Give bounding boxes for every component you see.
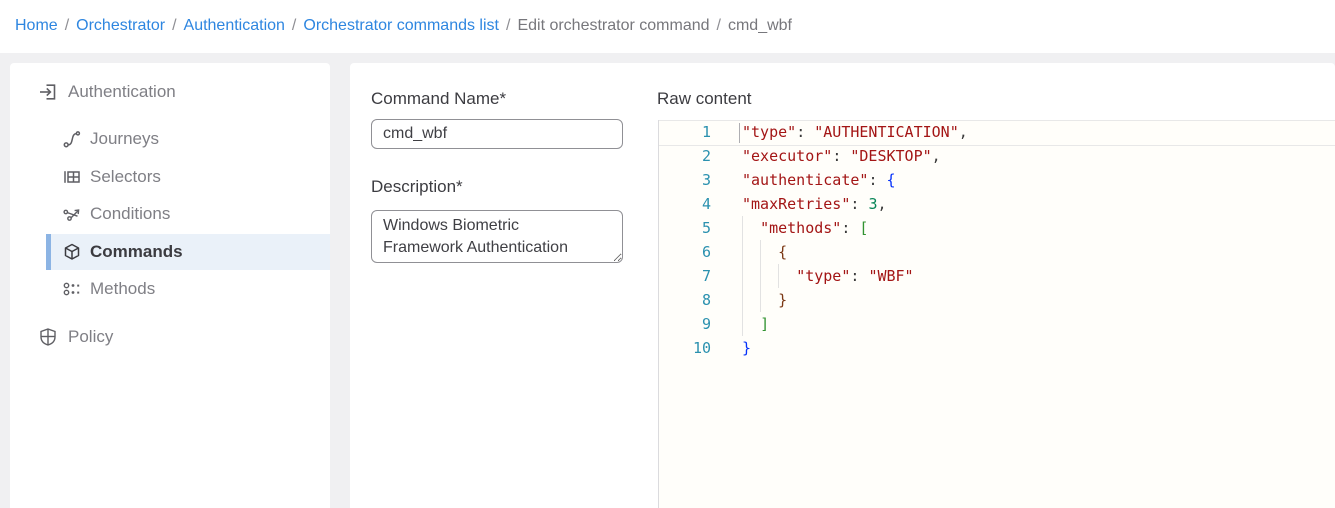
sidebar-item-label: Commands [90, 242, 183, 261]
sidebar-item-label: Authentication [68, 82, 176, 101]
line-number: 4 [701, 195, 711, 213]
sidebar-item-policy[interactable]: Policy [10, 319, 330, 355]
text-cursor [739, 123, 740, 143]
dots-icon [62, 279, 82, 299]
sidebar-item-selectors[interactable]: Selectors [10, 159, 330, 195]
breadcrumb-separator: / [64, 17, 70, 34]
sidebar-item-commands[interactable]: Commands [46, 234, 330, 270]
breadcrumb-separator: / [172, 17, 177, 34]
sidebar-item-label: Methods [90, 279, 156, 298]
line-number: 3 [701, 171, 711, 189]
form-editor-divider [658, 120, 659, 508]
sidebar-item-methods[interactable]: Methods [10, 271, 330, 307]
line-number: 6 [701, 243, 711, 261]
line-number: 9 [701, 315, 711, 333]
shield-icon [38, 327, 58, 347]
breadcrumb-edit-orchestrator-command: Edit orchestrator command [517, 17, 710, 34]
sidebar-item-authentication[interactable]: Authentication [10, 74, 330, 110]
code-line[interactable]: } [742, 339, 752, 357]
cube-icon [62, 242, 82, 262]
line-number: 1 [701, 123, 711, 141]
breadcrumb-cmd-wbf: cmd_wbf [727, 17, 792, 34]
sidebar-item-journeys[interactable]: Journeys [10, 121, 330, 157]
journey-icon [62, 129, 82, 149]
breadcrumb-separator: / [505, 17, 511, 34]
command-name-label: Command Name* [371, 89, 507, 108]
code-line[interactable]: "type": "WBF" [796, 267, 914, 285]
line-number: 2 [701, 147, 711, 165]
sidebar-item-label: Journeys [90, 129, 159, 148]
indent-guide [742, 216, 743, 336]
line-number: 8 [701, 291, 711, 309]
indent-guide [760, 240, 761, 312]
main-panel: Command Name* Description* Windows Biome… [350, 63, 1335, 508]
conditions-icon [62, 204, 82, 224]
breadcrumb-orchestrator[interactable]: Orchestrator [76, 17, 166, 34]
raw-content-label: Raw content [657, 89, 752, 108]
indent-guide [778, 264, 779, 288]
code-line[interactable]: "type": "AUTHENTICATION", [742, 123, 968, 141]
breadcrumb-separator: / [716, 17, 721, 34]
line-number: 5 [701, 219, 711, 237]
line-number: 10 [692, 339, 711, 357]
description-label: Description* [371, 177, 463, 196]
description-textarea[interactable]: Windows Biometric Framework Authenticati… [371, 210, 623, 263]
sidebar-item-conditions[interactable]: Conditions [10, 196, 330, 232]
code-line[interactable]: "methods": [ [760, 219, 869, 237]
line-number: 7 [701, 267, 711, 285]
current-line-highlight [659, 120, 1335, 146]
breadcrumb-home[interactable]: Home [15, 17, 58, 34]
code-line[interactable]: } [778, 291, 788, 309]
sidebar-item-label: Selectors [90, 167, 161, 186]
sidebar-item-label: Policy [68, 327, 114, 346]
table-icon [62, 167, 82, 187]
code-line[interactable]: "executor": "DESKTOP", [742, 147, 941, 165]
breadcrumb-authentication[interactable]: Authentication [183, 17, 285, 34]
raw-content-code-editor[interactable]: 1 "type": "AUTHENTICATION", 2 "executor": "… [659, 120, 1335, 508]
sign-in-icon [38, 82, 58, 102]
breadcrumb-orchestrator-commands-list[interactable]: Orchestrator commands list [303, 17, 499, 34]
code-line[interactable]: "authenticate": { [742, 171, 896, 189]
breadcrumb: Home / Orchestrator / Authentication / Orchest… [15, 17, 792, 35]
code-line[interactable]: ] [760, 315, 770, 333]
sidebar-item-label: Conditions [90, 204, 171, 223]
command-name-input[interactable] [371, 119, 623, 149]
code-line[interactable]: "maxRetries": 3, [742, 195, 887, 213]
breadcrumb-separator: / [291, 17, 297, 34]
top-bar: Home / Orchestrator / Authentication / Orchest… [0, 0, 1335, 53]
code-line[interactable]: { [778, 243, 788, 261]
